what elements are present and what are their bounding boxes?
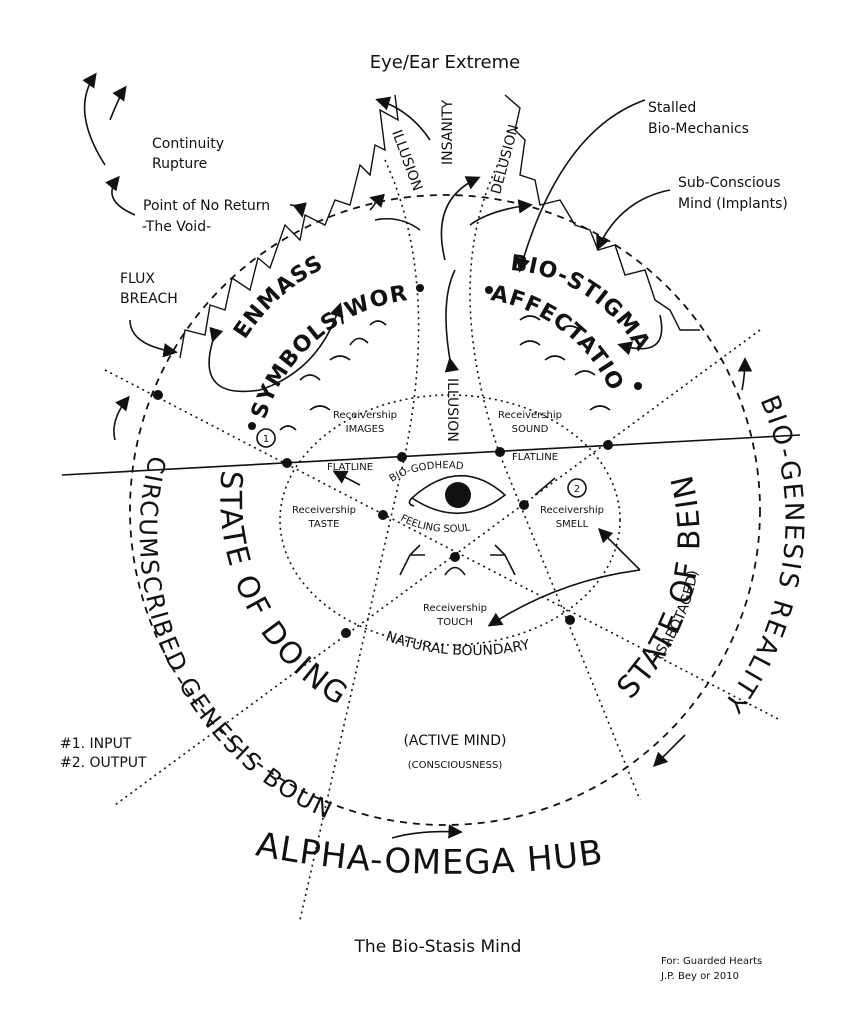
receivership-taste-value: TASTE [308,519,340,530]
legend-output: #2. OUTPUT [60,755,147,771]
credit-line-1: For: Guarded Hearts [661,956,762,967]
marker-1: 1 [256,428,276,448]
continuity-label-2: Rupture [152,156,207,172]
natural-boundary-label: NATURAL BOUNDARY [384,629,532,660]
junction-nodes [153,284,642,638]
receivership-images-title: Receivership [333,410,397,421]
circumscribed-genesis-boundary-label: CIRCUMSCRIBED GENESIS BOUNDARY [0,0,338,825]
flux-label: FLUX [120,271,155,287]
the-void-label: -The Void- [142,219,211,235]
consciousness-label: (CONSCIOUSNESS) [408,760,503,771]
flatline-axis [61,434,801,476]
illusion-outer-label: ILLUSION [388,128,425,193]
illusion-channel-left [384,159,420,456]
continuity-label-1: Continuity [152,136,224,152]
breach-label: BREACH [120,291,178,307]
receivership-touch-value: TOUCH [436,617,473,628]
insanity-label: INSANITY [440,100,456,165]
bio-stasis-mind-subtitle: The Bio-Stasis Mind [354,937,522,957]
svg-text:1: 1 [263,434,269,445]
marker-2: 2 [567,478,587,498]
outer-boundary-circle [129,194,761,826]
natural-boundary-ellipse [279,394,621,646]
bio-genesis-reality-label: BIO-GENESIS REALITY [717,391,809,719]
bio-godhead-label: BIO-GODHEAD [388,460,465,485]
receivership-smell-value: SMELL [556,519,589,530]
stalled-label: Stalled [648,100,696,116]
zigzag-edge-left [179,94,399,359]
svg-text:2: 2 [574,484,580,495]
fork-marks [399,544,516,576]
eye-ear-extreme-label: Eye/Ear Extreme [370,52,520,73]
credit-line-2: J.P. Bey or 2010 [660,971,739,982]
subconscious-label: Sub-Conscious [678,175,781,191]
receivership-taste-title: Receivership [292,505,356,516]
receivership-smell-title: Receivership [540,505,604,516]
feeling-soul-label: FEELING SOUL [398,513,471,535]
receivership-sound-title: Receivership [498,410,562,421]
flatline-right-label: FLATLINE [512,452,558,463]
point-no-return-label: Point of No Return [143,198,270,214]
illusion-inner-label: ILLUSION [444,378,460,442]
alpha-omega-hub-title: ALPHA-OMEGA HUB [253,825,606,883]
flow-arrows [82,72,753,839]
receivership-wave-marks [279,315,611,431]
flatline-left-label: FLATLINE [327,462,373,473]
legend-input: #1. INPUT [60,736,132,752]
delusion-label: DELUSION [488,123,522,196]
vertical-line-left [299,454,406,921]
receivership-touch-title: Receivership [423,603,487,614]
active-mind-label: (ACTIVE MIND) [403,733,506,749]
eye-icon [408,474,507,515]
bio-mechanics-label: Bio-Mechanics [648,121,749,137]
implants-label: Mind (Implants) [678,196,788,212]
zigzag-edge-right [504,94,700,331]
vertical-line-right [499,454,641,801]
diagonal-line-1 [104,369,781,721]
receivership-sound-value: SOUND [512,424,549,435]
illusion-channel-right [469,159,501,456]
receivership-images-value: IMAGES [346,424,385,435]
diagonal-line-2 [114,329,761,806]
